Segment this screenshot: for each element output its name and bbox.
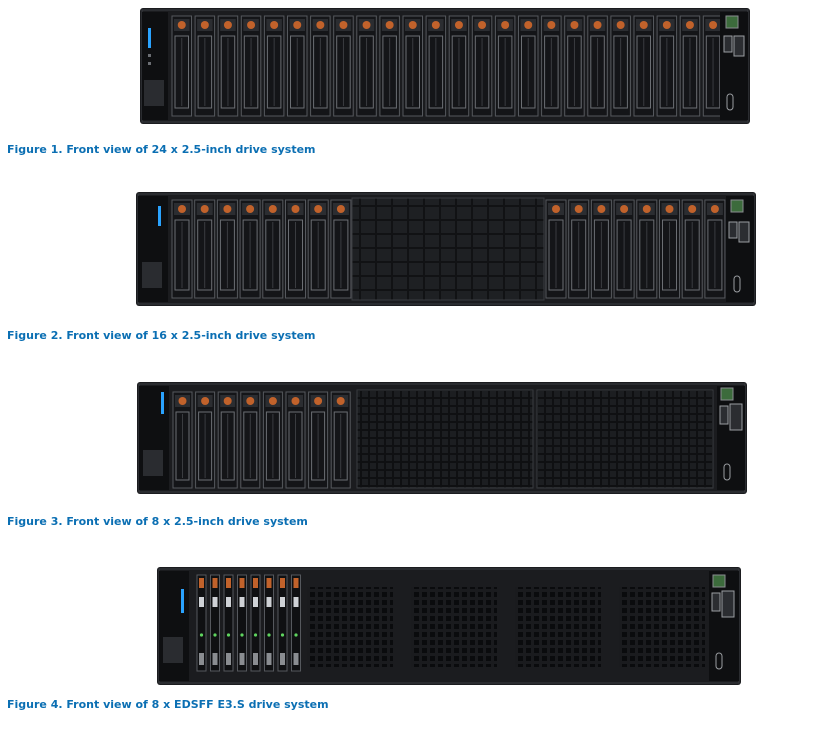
server-front-image-edsff bbox=[157, 567, 741, 685]
drive-bay bbox=[704, 199, 726, 299]
drive-bay bbox=[613, 199, 635, 299]
drive-bay bbox=[262, 391, 283, 489]
drive-bay bbox=[679, 15, 701, 117]
figure-3: Figure 3. Front view of 8 x 2.5-inch dri… bbox=[7, 382, 747, 528]
drive-bay bbox=[196, 574, 207, 672]
drive-bay bbox=[217, 15, 239, 117]
drive-bay bbox=[285, 199, 306, 299]
server-front-image-8-drive bbox=[137, 382, 747, 494]
drive-bay bbox=[240, 391, 261, 489]
drive-bay bbox=[702, 15, 724, 117]
server-front-image-16-drive bbox=[136, 192, 756, 306]
drive-bay bbox=[291, 574, 301, 672]
drive-bay bbox=[285, 391, 306, 489]
drive-bay bbox=[172, 391, 193, 489]
drive-bay bbox=[171, 15, 192, 117]
drive-bay bbox=[518, 15, 539, 117]
drive-bay bbox=[564, 15, 585, 117]
drive-bay bbox=[590, 199, 612, 299]
drive-bay bbox=[210, 574, 220, 672]
drive-bay bbox=[171, 199, 193, 299]
drive-bay bbox=[494, 15, 516, 117]
drive-bay bbox=[610, 15, 631, 117]
drive-bay bbox=[217, 391, 238, 489]
figure-1: Figure 1. Front view of 24 x 2.5-inch dr… bbox=[0, 0, 823, 160]
drive-bay bbox=[568, 199, 590, 299]
server-front-image-24-drive bbox=[140, 8, 750, 124]
drive-bay bbox=[263, 15, 285, 117]
drive-bay bbox=[681, 199, 703, 299]
figure-caption: Figure 1. Front view of 24 x 2.5-inch dr… bbox=[7, 143, 316, 156]
drive-bay bbox=[425, 15, 447, 117]
drive-bay bbox=[471, 15, 493, 117]
drive-bay bbox=[250, 574, 261, 672]
drive-bay bbox=[262, 199, 284, 299]
drive-bay bbox=[636, 199, 658, 299]
figure-caption: Figure 3. Front view of 8 x 2.5-inch dri… bbox=[7, 515, 308, 528]
figure-caption: Figure 2. Front view of 16 x 2.5-inch dr… bbox=[7, 329, 316, 342]
figure-caption: Figure 4. Front view of 8 x EDSFF E3.S d… bbox=[7, 698, 329, 711]
drive-bay bbox=[237, 574, 247, 672]
drive-bay bbox=[264, 574, 274, 672]
drive-bay bbox=[545, 199, 567, 299]
drive-bay bbox=[310, 15, 331, 117]
drive-bay bbox=[659, 199, 680, 299]
drive-bay bbox=[333, 15, 354, 117]
drive-bay bbox=[330, 391, 351, 489]
drive-bay bbox=[356, 15, 377, 117]
figure-2: Figure 2. Front view of 16 x 2.5-inch dr… bbox=[0, 0, 823, 360]
drive-bay bbox=[308, 391, 329, 489]
drive-bay bbox=[330, 199, 352, 299]
drive-bay bbox=[240, 15, 262, 117]
drive-bay bbox=[541, 15, 562, 117]
drive-bay bbox=[633, 15, 654, 117]
drive-bay bbox=[223, 574, 234, 672]
drive-bay bbox=[307, 199, 329, 299]
drive-bay bbox=[287, 15, 308, 117]
drive-bay bbox=[216, 199, 238, 299]
drive-bay bbox=[194, 15, 216, 117]
drive-bay bbox=[402, 15, 423, 117]
drive-bay bbox=[195, 391, 216, 489]
drive-bay bbox=[239, 199, 261, 299]
drive-bay bbox=[587, 15, 608, 117]
drive-bay bbox=[277, 574, 288, 672]
drive-bay bbox=[656, 15, 678, 117]
drive-bay bbox=[379, 15, 400, 117]
drive-bay bbox=[194, 199, 216, 299]
drive-bay bbox=[448, 15, 470, 117]
